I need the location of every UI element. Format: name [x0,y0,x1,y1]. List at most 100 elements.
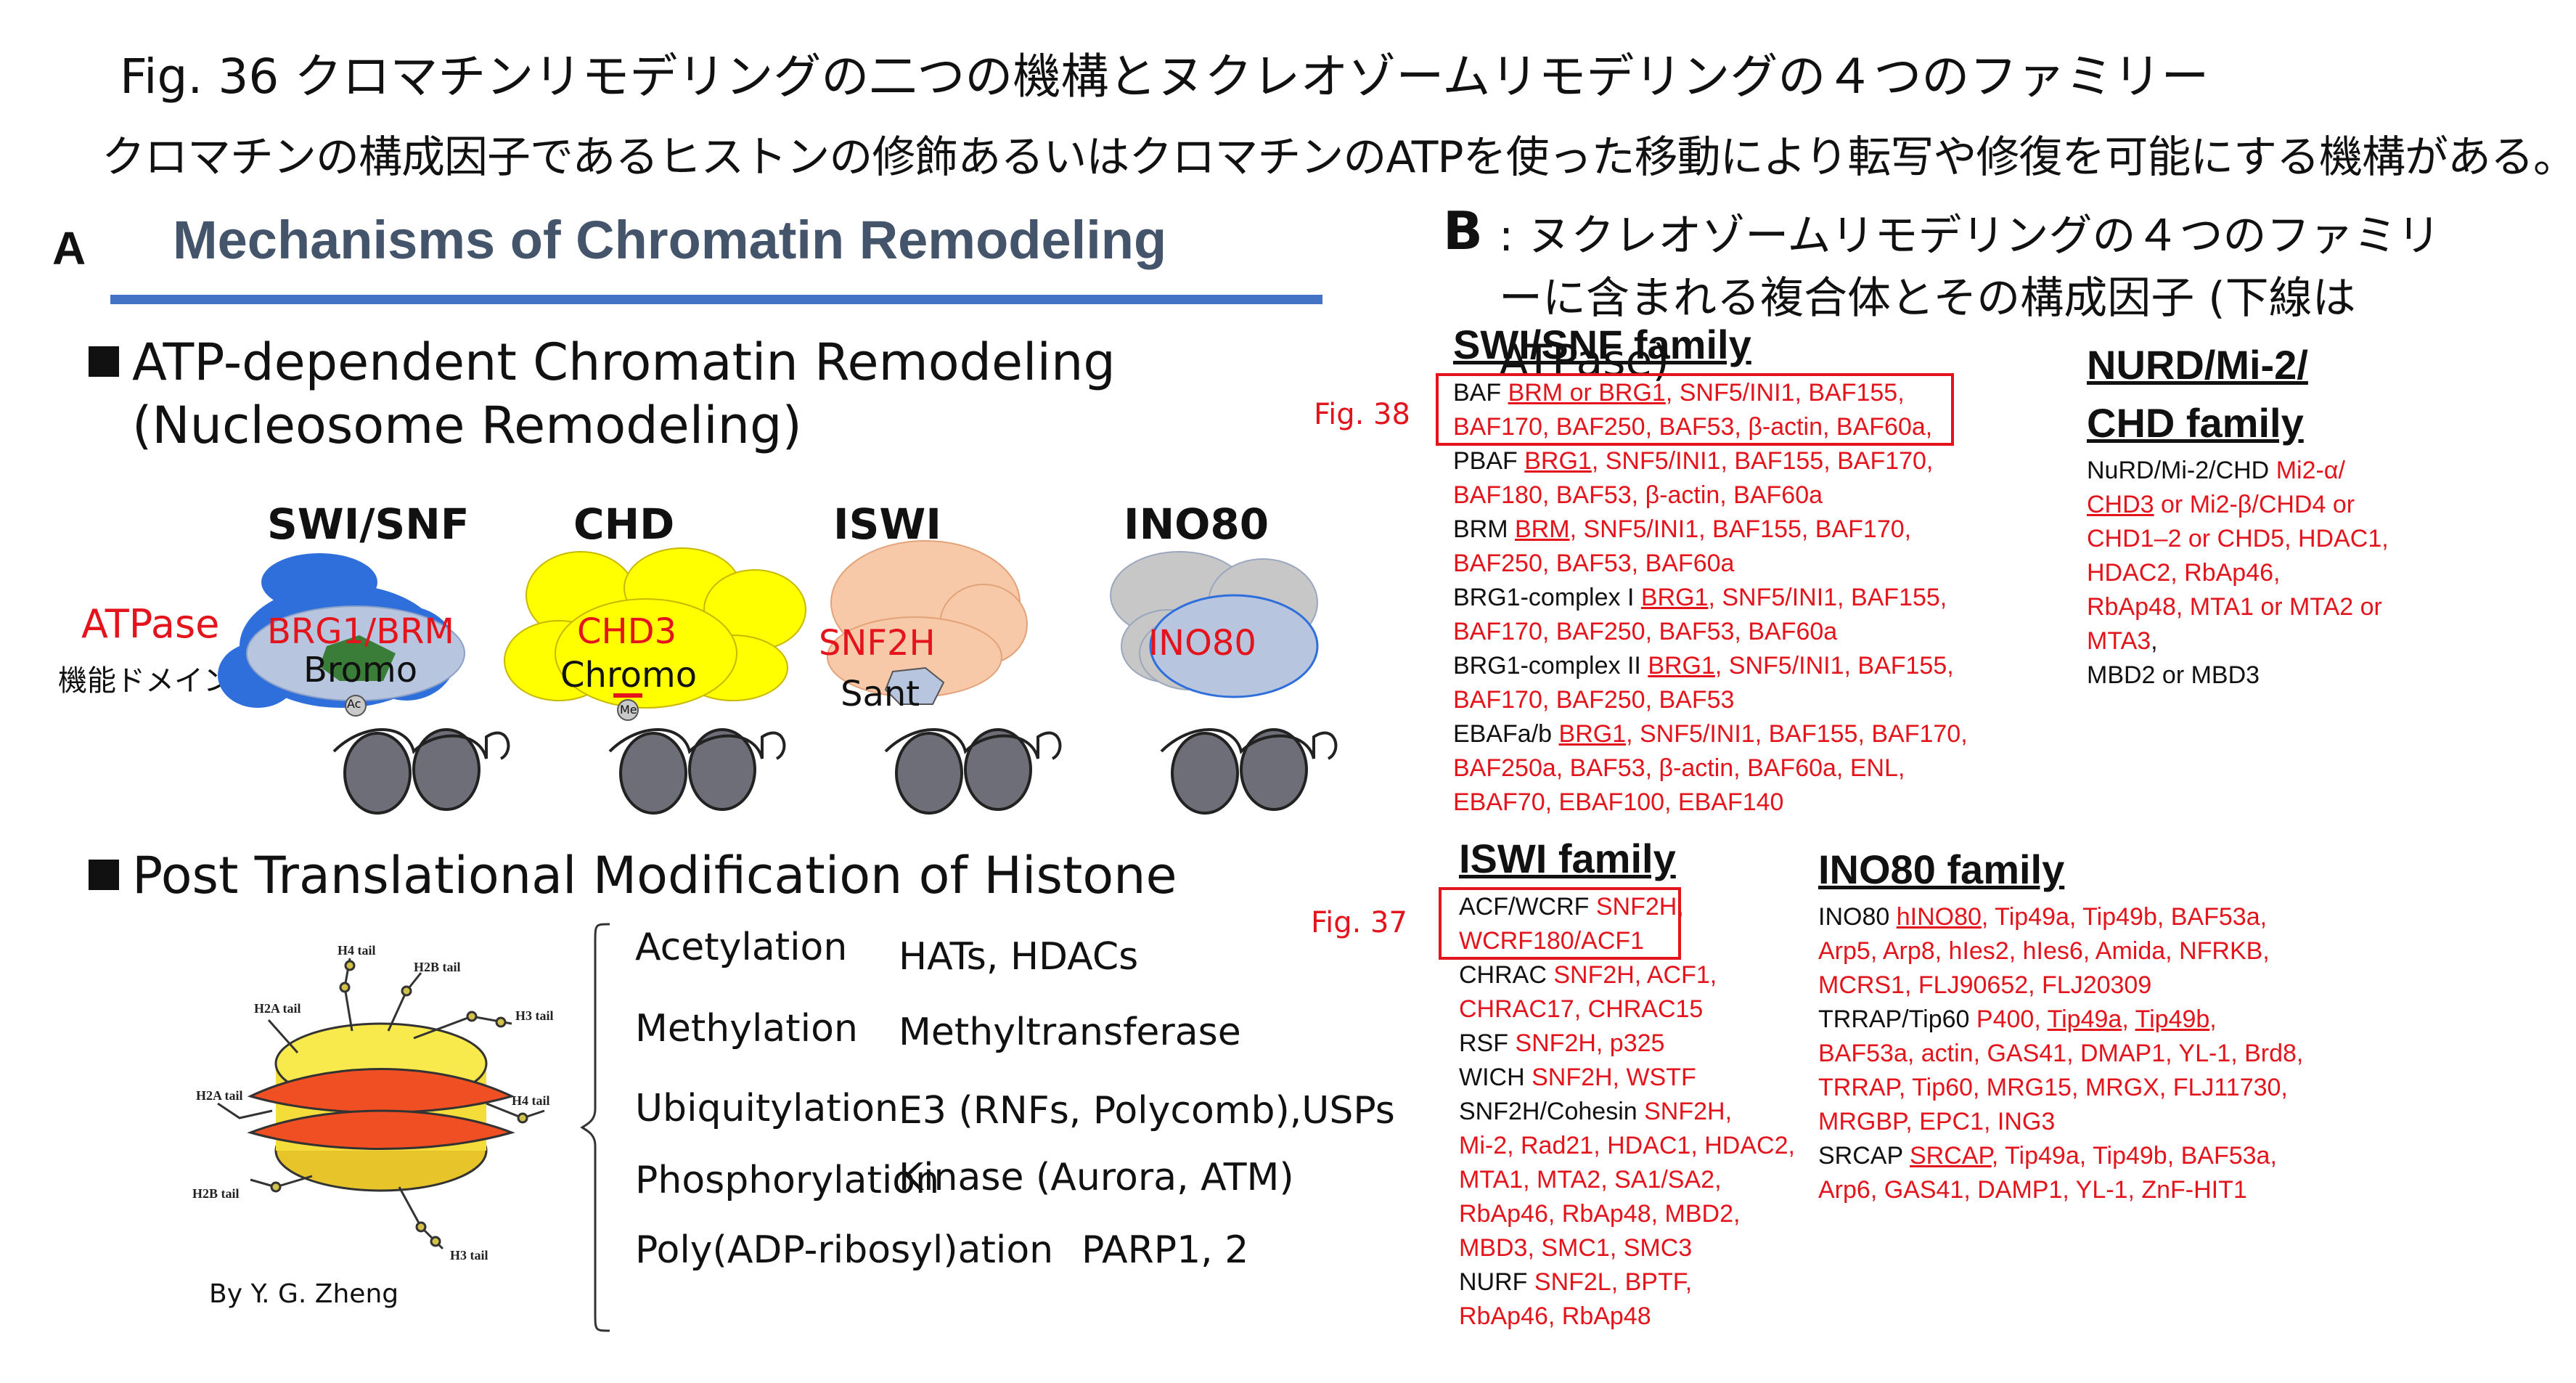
list-item: BRG1-complex I BRG1, SNF5/INI1, BAF155, [1453,584,1947,611]
list-item: EBAFa/b BRG1, SNF5/INI1, BAF155, BAF170, [1453,720,1968,748]
swisnf-family-title: SWI/SNF family [1453,322,1751,367]
list-item: MCRS1, FLJ90652, FLJ20309 [1818,971,2152,999]
list-item: CHD3 or Mi2-β/CHD4 or [2087,491,2355,518]
list-item: INO80 hINO80, Tip49a, Tip49b, BAF53a, [1818,903,2268,931]
nurd-family-title-line1: NURD/Mi-2/ [2087,342,2308,388]
list-item: TRRAP, Tip60, MRG15, MRGX, FLJ11730, [1818,1074,2288,1101]
chd-complex [504,547,806,721]
list-item: BAF53a, actin, GAS41, DMAP1, YL-1, Brd8, [1818,1040,2304,1067]
list-item: BAF250, BAF53, BAF60a [1453,550,1735,577]
list-item: Arp5, Arp8, hIes2, hIes6, Amida, NFRKB, [1818,937,2270,965]
bullet-square-icon [89,860,119,890]
ptm-enzyme-phosphorylation: Kinase (Aurora, ATM) [899,1156,1294,1199]
bullet-square-icon [89,346,119,377]
list-item: TRRAP/Tip60 P400, Tip49a, Tip49b, [1818,1005,2217,1033]
atpase-ino80: INO80 [1148,623,1256,664]
atpase-brg1-brm: BRG1/BRM [267,611,454,652]
ino80-family-title: INO80 family [1818,846,2065,892]
list-item: RbAp46, RbAp48 [1459,1302,1651,1330]
iswi-complex [827,540,1028,705]
iswi-family-title: ISWI family [1459,836,1676,881]
list-item: PBAF BRG1, SNF5/INI1, BAF155, BAF170, [1453,447,1934,475]
panel-a-underline [110,295,1322,304]
list-item: BRM BRM, SNF5/INI1, BAF155, BAF170, [1453,515,1912,543]
histone-octamer-diagram: H4 tail H2B tail H2A tail H3 tail H2A ta… [192,943,554,1262]
list-item: BAF170, BAF250, BAF53 [1453,686,1735,714]
tail-label-h4: H4 tail [338,943,376,958]
tail-label-h2b: H2B tail [414,960,461,974]
list-item: BAF BRM or BRG1, SNF5/INI1, BAF155, [1453,379,1905,407]
list-item: MTA3, [2087,627,2158,655]
histone-core [247,1022,515,1192]
domain-bromo: Bromo [303,650,418,690]
list-item: RSF SNF2H, p325 [1459,1029,1665,1057]
tail-label-h2a-lower: H2A tail [196,1088,243,1103]
tail-label-h3: H3 tail [515,1008,554,1023]
panel-b-heading: : ヌクレオゾームリモデリングの４つのファミリーに含まれる複合体とその構成因子 … [1499,211,2441,386]
atp-remodeling-heading: ATP-dependent Chromatin Remodeling [89,333,1116,392]
tag-ac: Ac [347,697,361,711]
ptm-mod-methylation: Methylation [635,1007,858,1050]
ptm-enzyme-methylation: Methyltransferase [899,1011,1241,1054]
fig-38-highlight-box [1436,373,1954,446]
atp-remodeling-subheading: (Nucleosome Remodeling) [132,396,802,455]
ptm-bracket [580,923,610,1332]
list-item: NURF SNF2L, BPTF, [1459,1268,1693,1296]
tail-label-h2b-lower: H2B tail [192,1186,240,1201]
list-item: BRG1-complex II BRG1, SNF5/INI1, BAF155, [1453,652,1954,680]
swisnf-complex [218,553,465,717]
list-item: RbAp48, MTA1 or MTA2 or [2087,593,2382,621]
list-item: Mi-2, Rad21, HDAC1, HDAC2, [1459,1132,1795,1159]
list-item: BAF170, BAF250, BAF53, β-actin, BAF60a, [1453,413,1933,441]
ptm-heading: Post Translational Modification of Histo… [89,846,1177,905]
list-item: WICH SNF2H, WSTF [1459,1064,1696,1091]
ptm-mod-poly-adp-ribosylation: Poly(ADP-ribosyl)ation [635,1228,1054,1272]
fig-38-ref: Fig. 38 [1314,398,1410,431]
family-label-swisnf: SWI/SNF [267,499,470,549]
tag-me: Me [620,703,637,717]
ptm-enzyme-ubiquitylation: E3 (RNFs, Polycomb),USPs [899,1089,1395,1133]
list-item: ACF/WCRF SNF2H, [1459,893,1684,921]
list-item: SRCAP SRCAP, Tip49a, Tip49b, BAF53a, [1818,1142,2277,1170]
list-item: CHRAC17, CHRAC15 [1459,995,1704,1023]
list-item: Arp6, GAS41, DAMP1, YL-1, ZnF-HIT1 [1818,1176,2247,1204]
list-item: MBD3, SMC1, SMC3 [1459,1234,1693,1262]
figure-title: Fig. 36 クロマチンリモデリングの二つの機構とヌクレオゾームリモデリングの… [120,49,2209,105]
fig-37-highlight-box [1439,887,1681,960]
ptm-enzyme-poly-adp-ribosylation: PARP1, 2 [1081,1228,1249,1272]
panel-b-letter: B [1443,200,1483,261]
panel-a-heading: Mechanisms of Chromatin Remodeling [173,210,1167,270]
atpase-snf2h: SNF2H [819,623,936,664]
list-item: CHD1–2 or CHD5, HDAC1, [2087,525,2389,552]
list-item: HDAC2, RbAp46, [2087,559,2281,587]
list-item: BAF250a, BAF53, β-actin, BAF60a, ENL, [1453,754,1905,782]
figure-subtitle: クロマチンの構成因子であるヒストンの修飾あるいはクロマチンのATPを使った移動に… [102,132,2576,183]
domain-sant: Sant [841,674,920,714]
list-item: CHRAC SNF2H, ACF1, [1459,961,1717,989]
atpase-label: ATPase [81,601,220,647]
list-item: SNF2H/Cohesin SNF2H, [1459,1098,1733,1125]
domain-chromo: Chromo [560,655,698,695]
list-item: MTA1, MTA2, SA1/SA2, [1459,1166,1722,1194]
swisnf-complex-list: BAF BRM or BRG1, SNF5/INI1, BAF155, BAF17… [1453,376,1968,820]
family-label-ino80: INO80 [1124,499,1269,549]
ino80-complex [1110,551,1319,698]
atpase-chd3: CHD3 [577,611,677,652]
family-label-chd: CHD [573,499,675,549]
tail-label-h3-lower: H3 tail [450,1248,488,1262]
list-item: EBAF70, EBAF100, EBAF140 [1453,788,1784,816]
ptm-enzyme-acetylation: HATs, HDACs [899,935,1139,979]
functional-domain-label: 機能ドメイン [58,664,232,698]
list-item: NuRD/Mi-2/CHD Mi2-α/ [2087,457,2345,484]
nurd-family-title-line2: CHD family [2087,400,2304,446]
list-item: RbAp46, RbAp48, MBD2, [1459,1200,1741,1228]
ino80-complex-list: INO80 hINO80, Tip49a, Tip49b, BAF53a, Arp… [1818,900,2303,1207]
panel-a-letter: A [52,222,86,274]
nucleosome-pairs [332,728,1338,815]
list-item: BAF170, BAF250, BAF53, BAF60a [1453,618,1838,645]
list-item: MBD2 or MBD3 [2087,661,2260,689]
diagram-credit: By Y. G. Zheng [209,1279,399,1309]
fig-37-ref: Fig. 37 [1311,906,1407,939]
list-item: MRGBP, EPC1, ING3 [1818,1108,2056,1135]
